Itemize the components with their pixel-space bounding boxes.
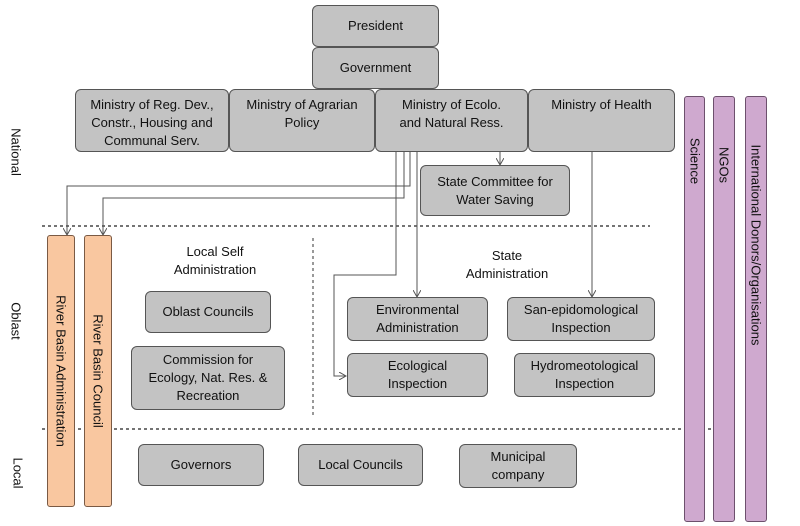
ministry-ecology-box: Ministry of Ecolo. and Natural Ress. — [375, 89, 528, 152]
level-label-oblast: Oblast — [8, 302, 24, 340]
environmental-administration-box: Environmental Administration — [347, 297, 488, 341]
international-donors-bar: International Donors/Organisations — [745, 96, 767, 522]
governors-box: Governors — [138, 444, 264, 486]
san-epidemiological-inspection-box: San-epidomological Inspection — [507, 297, 655, 341]
river-basin-council-bar: River Basin Council — [84, 235, 112, 507]
science-label: Science — [687, 137, 702, 184]
level-label-local: Local — [10, 457, 26, 489]
ngos-label: NGOs — [716, 146, 732, 183]
municipal-company-box: Municipal company — [459, 444, 577, 488]
river-basin-administration-label: River Basin Administration — [53, 295, 69, 447]
hydrometeorological-inspection-box: Hydromeotological Inspection — [514, 353, 655, 397]
ecological-inspection-box: Ecological Inspection — [347, 353, 488, 397]
river-basin-council-label: River Basin Council — [90, 314, 106, 428]
oblast-councils-box: Oblast Councils — [145, 291, 271, 333]
government-box: Government — [312, 47, 439, 89]
commission-ecology-box: Commission for Ecology, Nat. Res. & Recr… — [131, 346, 285, 410]
science-bar: Science — [684, 96, 705, 522]
ministry-agrarian-policy-box: Ministry of Agrarian Policy — [229, 89, 375, 152]
international-donors-label: International Donors/Organisations — [748, 144, 764, 346]
ministry-health-box: Ministry of Health — [528, 89, 675, 152]
state-administration-heading: State Administration — [465, 248, 549, 281]
local-councils-box: Local Councils — [298, 444, 423, 486]
president-box: President — [312, 5, 439, 47]
ngos-bar: NGOs — [713, 96, 735, 522]
ministry-regional-development-box: Ministry of Reg. Dev., Constr., Housing … — [75, 89, 229, 152]
level-label-national: National — [8, 128, 24, 176]
local-self-administration-heading: Local Self Administration — [173, 244, 257, 277]
river-basin-administration-bar: River Basin Administration — [47, 235, 75, 507]
state-committee-water-saving-box: State Committee for Water Saving — [420, 165, 570, 216]
